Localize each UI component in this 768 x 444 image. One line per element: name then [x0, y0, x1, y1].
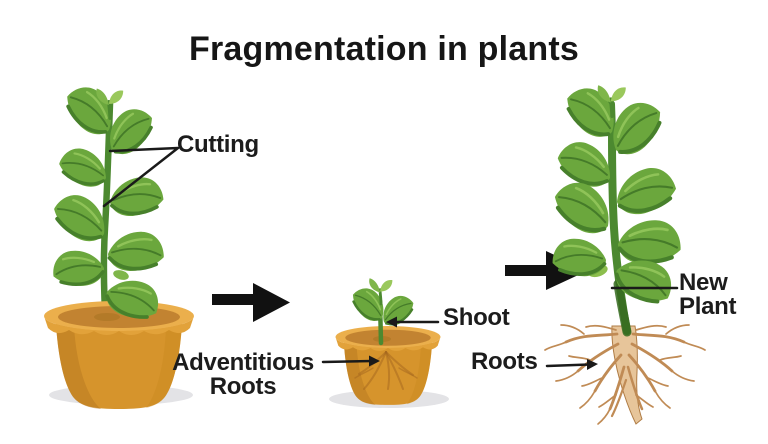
- roots-pointer-arrowhead: [587, 359, 598, 370]
- label-roots: Roots: [471, 348, 538, 375]
- label-cutting: Cutting: [177, 131, 259, 158]
- label-new-plant: New Plant: [679, 269, 737, 320]
- label-shoot: Shoot: [443, 304, 510, 331]
- shoot-pointer-arrowhead: [386, 316, 397, 328]
- planted-cutting: [335, 276, 441, 405]
- adventitious-pointer-arrowhead: [369, 355, 380, 367]
- label-pointers: [102, 146, 679, 370]
- new-plant-graphic: [544, 78, 706, 425]
- arrow-right-icon-1: [212, 283, 290, 322]
- arrow-right-icon-2: [505, 251, 588, 290]
- cutting-pointer-line: [102, 146, 180, 208]
- roots-pointer-line: [545, 363, 591, 368]
- diagram-title: Fragmentation in plants: [189, 30, 579, 68]
- adventitious-pointer-line: [321, 359, 374, 364]
- parent-plant: [44, 77, 194, 409]
- label-adventitious-roots: Adventitious Roots: [172, 349, 314, 400]
- roots-graphic: [544, 324, 706, 425]
